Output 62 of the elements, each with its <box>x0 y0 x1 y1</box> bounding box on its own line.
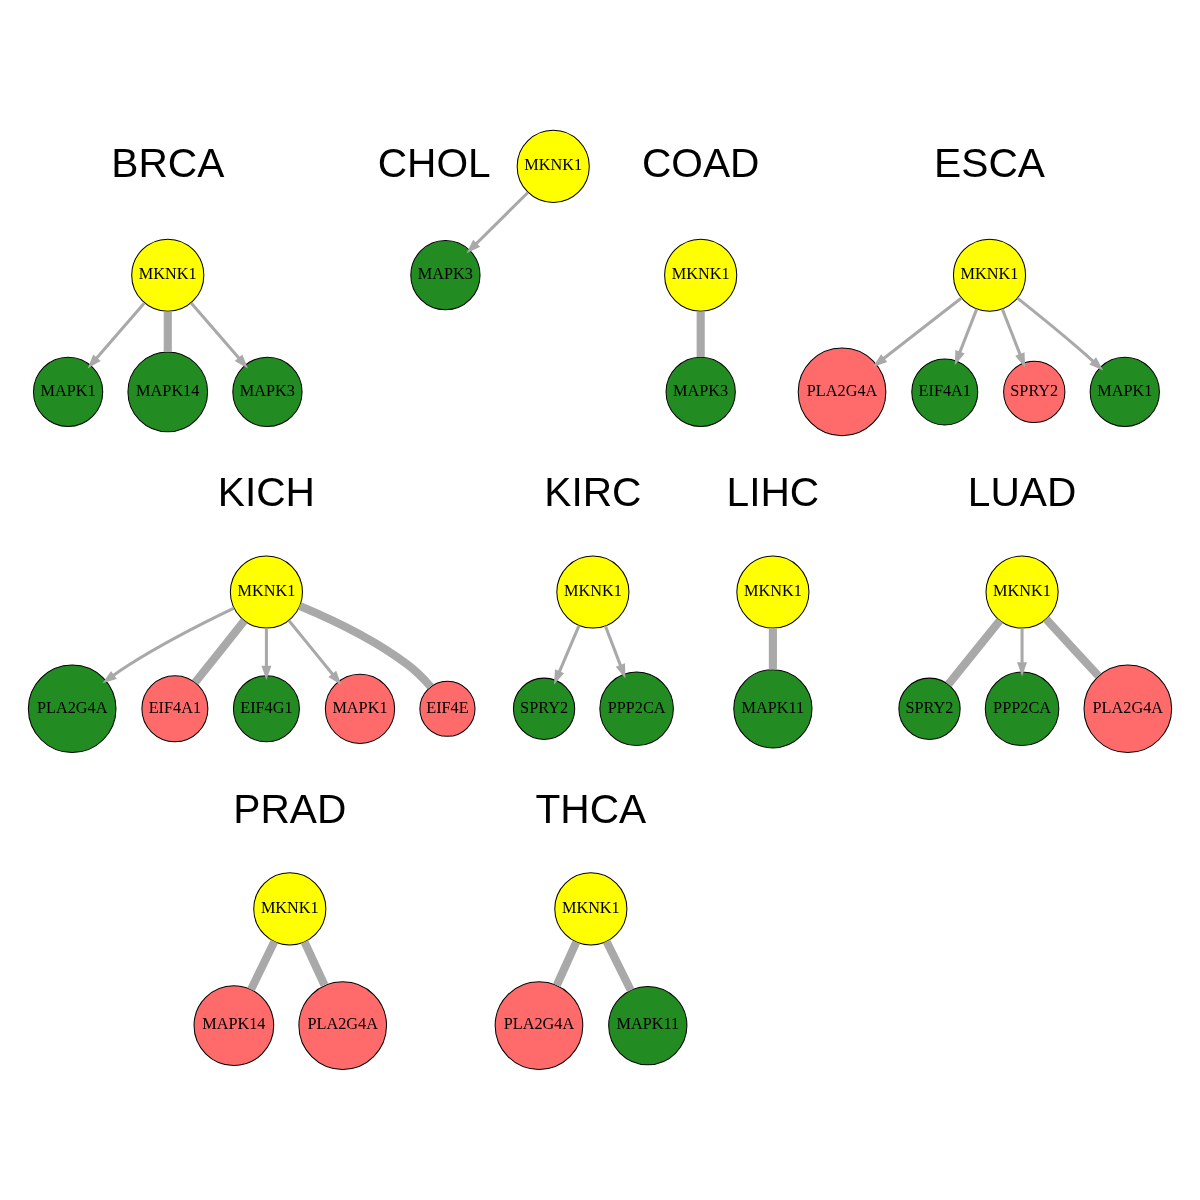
node-circle: EIF4A1 <box>141 675 209 743</box>
arrow <box>872 296 963 367</box>
node-circle: EIF4E <box>419 680 476 737</box>
connector <box>1043 616 1102 679</box>
node-circle: MAPK14 <box>193 985 275 1066</box>
node-circle: MKNK1 <box>556 555 630 629</box>
node-circle: PLA2G4A <box>298 981 388 1070</box>
node-circle: MKNK1 <box>131 238 205 312</box>
arrow <box>190 302 248 369</box>
node-circle: MAPK11 <box>733 669 813 749</box>
node-circle: MAPK14 <box>127 351 209 433</box>
arrow <box>1016 297 1104 371</box>
arrow <box>604 625 626 679</box>
node-circle: MAPK3 <box>665 356 736 428</box>
connector <box>247 939 279 992</box>
connector <box>602 939 635 993</box>
connector <box>192 618 248 685</box>
connector <box>768 628 777 670</box>
node-circle: MKNK1 <box>985 555 1059 629</box>
connector <box>298 602 434 690</box>
connector <box>300 940 329 987</box>
node-circle: MAPK11 <box>608 986 688 1066</box>
arrow <box>1000 308 1026 368</box>
arrow <box>261 628 272 681</box>
node-circle: PLA2G4A <box>494 981 584 1070</box>
label: COAD <box>641 139 760 186</box>
connector <box>553 940 580 987</box>
node-circle: EIF4G1 <box>232 675 300 743</box>
label: PRAD <box>233 785 347 832</box>
node-circle: EIF4A1 <box>911 358 979 426</box>
node-circle: SPRY2 <box>512 677 576 740</box>
arrow <box>1017 628 1028 677</box>
label: ESCA <box>934 139 1045 186</box>
node-circle: MKNK1 <box>253 872 327 946</box>
arrow <box>954 308 979 366</box>
label: KIRC <box>544 469 642 516</box>
label: CHOL <box>377 139 491 186</box>
label: LIHC <box>726 469 820 516</box>
label: THCA <box>535 785 647 832</box>
label: KICH <box>217 469 316 516</box>
node-circle: MKNK1 <box>952 238 1027 312</box>
node-circle: PPP2CA <box>599 671 674 747</box>
arrow <box>554 625 581 685</box>
label: BRCA <box>111 139 225 186</box>
arrow <box>466 191 529 254</box>
node-circle: SPRY2 <box>1003 360 1066 424</box>
node-circle: MKNK1 <box>516 129 590 203</box>
node-circle: MKNK1 <box>554 872 628 946</box>
arrow <box>102 606 235 684</box>
connector <box>696 311 705 358</box>
arrow <box>87 302 146 369</box>
label: LUAD <box>967 469 1077 516</box>
node-circle: MKNK1 <box>664 238 738 312</box>
node-circle: MKNK1 <box>229 555 303 629</box>
connector <box>945 618 1004 687</box>
node-circle: MKNK1 <box>736 555 810 629</box>
connector <box>163 311 172 352</box>
node-circle: PLA2G4A <box>1083 664 1173 754</box>
arrow <box>287 619 342 685</box>
node-circle: MAPK1 <box>324 673 396 744</box>
node-circle: SPRY2 <box>898 677 961 740</box>
node-circle: PPP2CA <box>984 671 1060 747</box>
